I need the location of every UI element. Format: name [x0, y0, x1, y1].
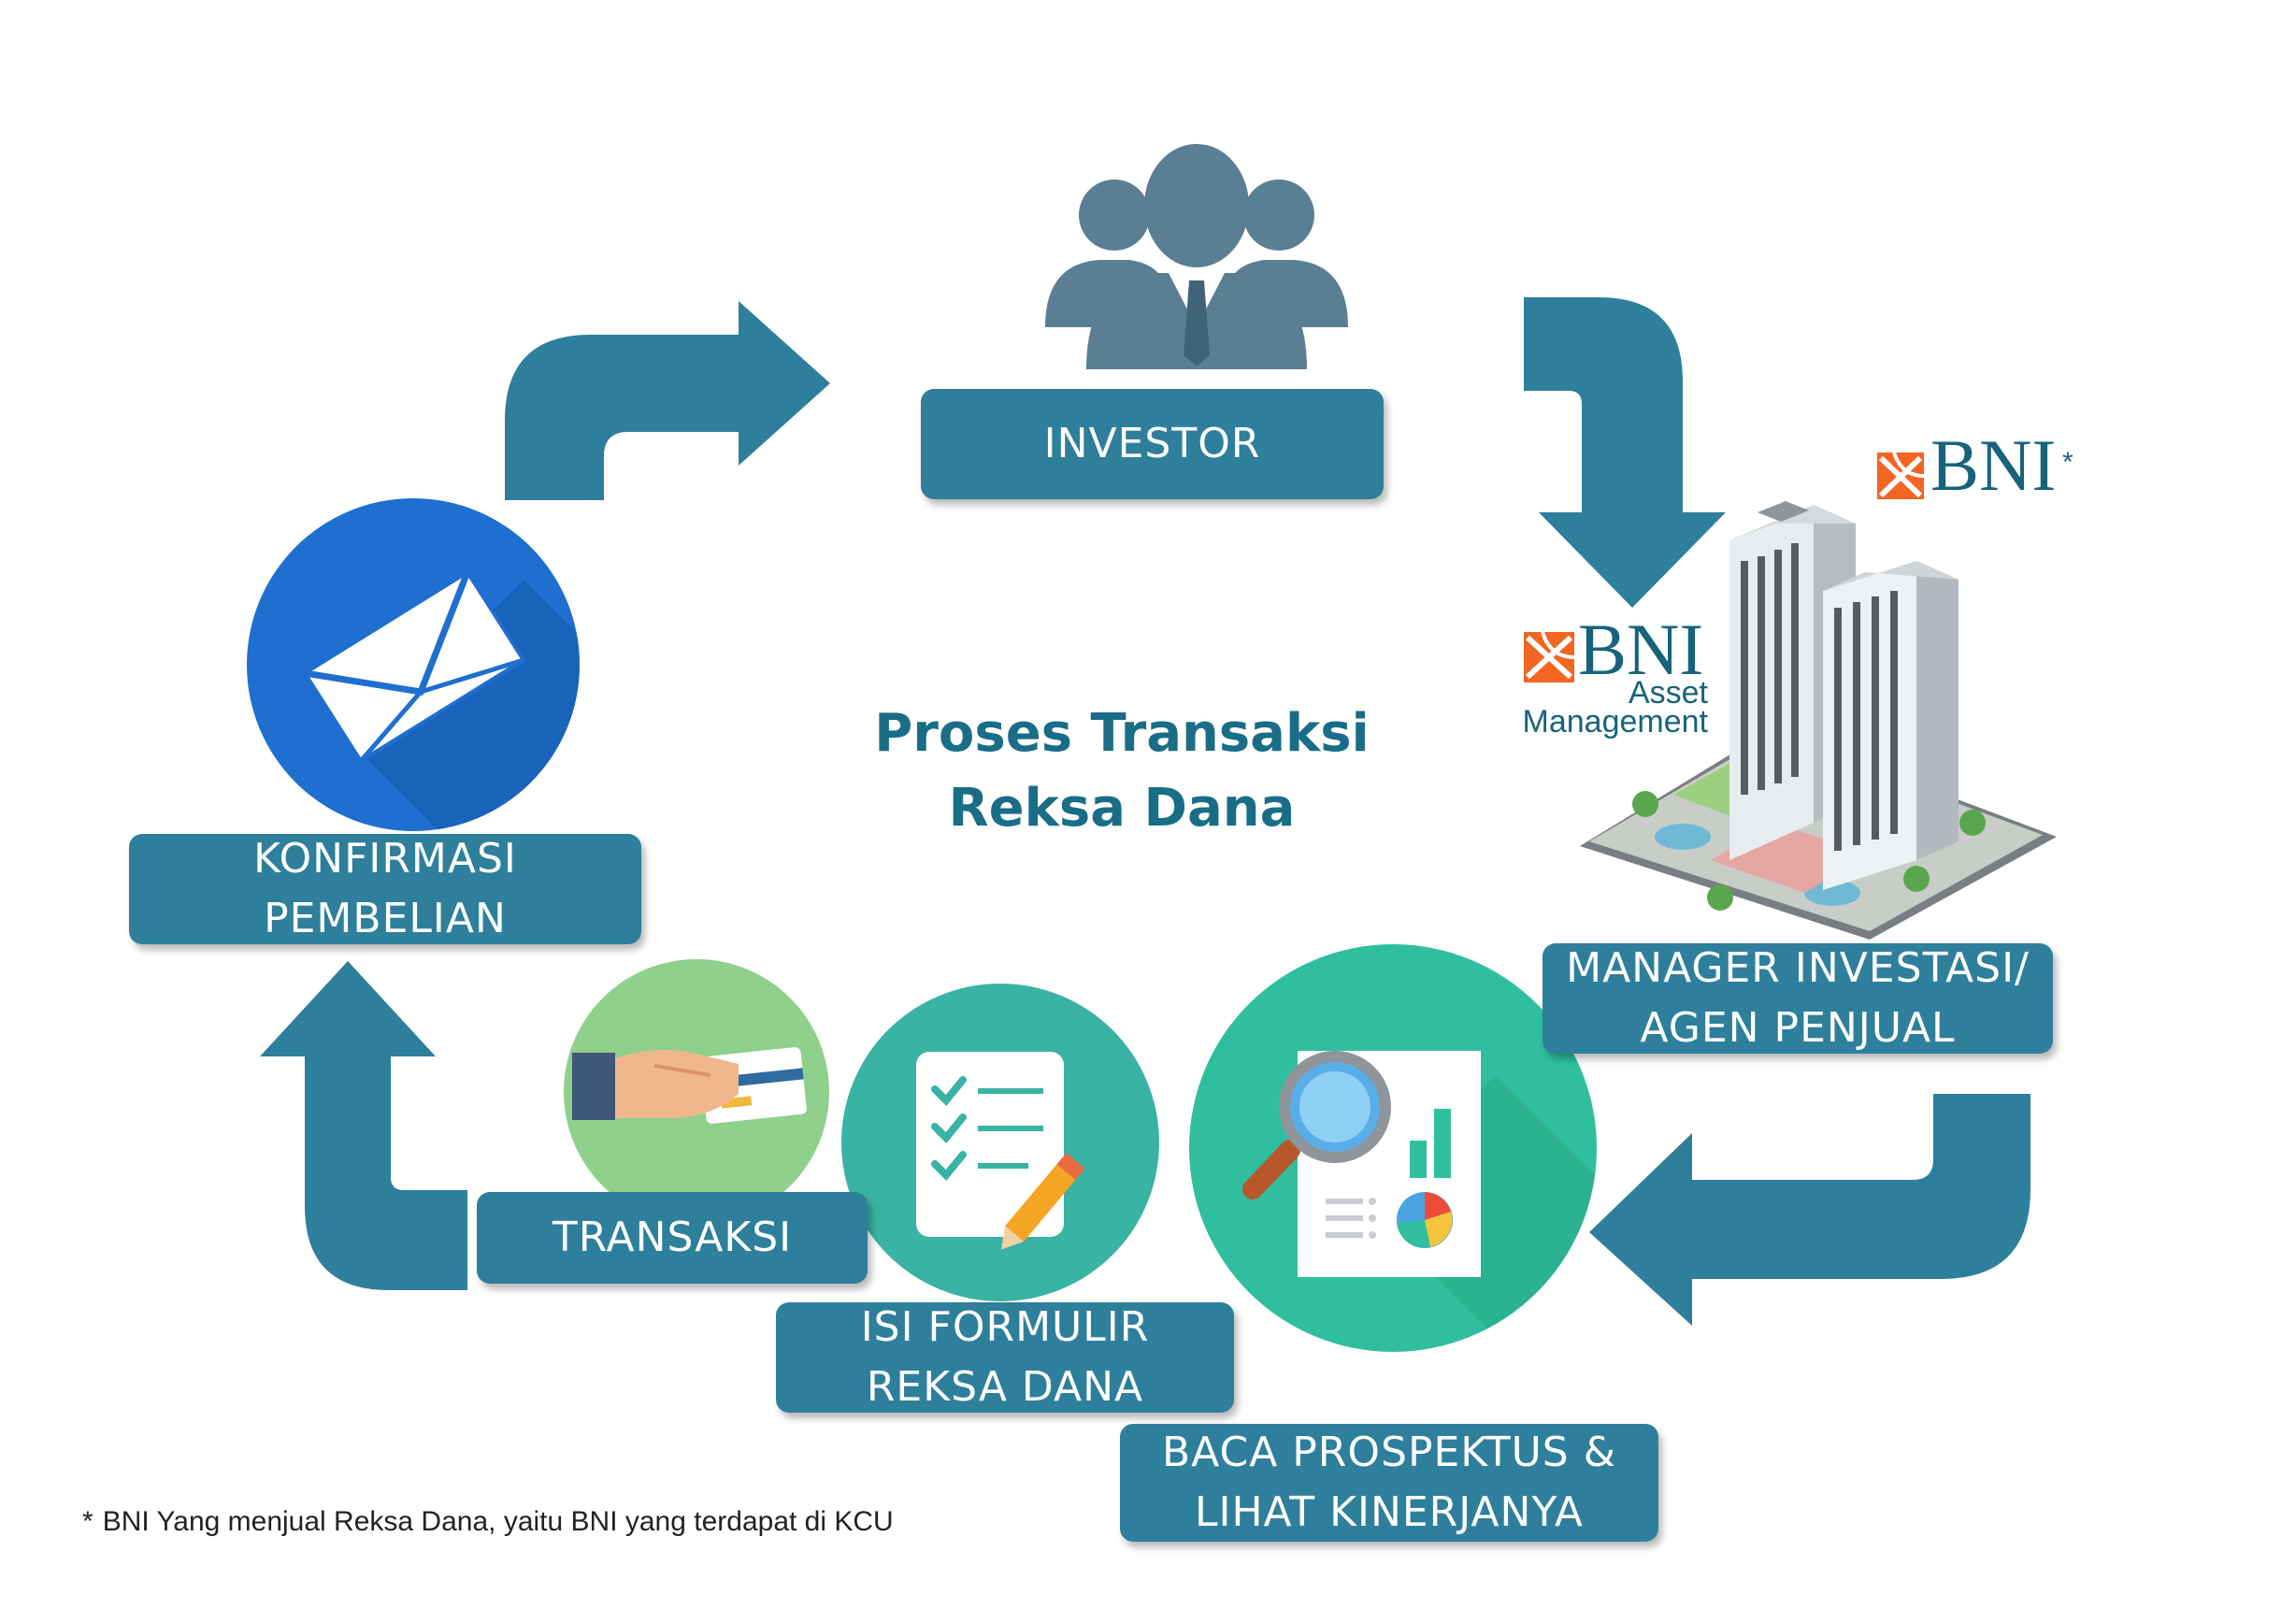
footnote: * BNI Yang menjual Reksa Dana, yaitu BNI … — [82, 1506, 894, 1538]
envelope-icon — [247, 498, 580, 831]
building-icon — [1580, 501, 2057, 940]
bni-logo-text-top: BNI — [1930, 424, 2057, 506]
konfirmasi-line2: PEMBELIAN — [264, 895, 507, 942]
manager-line2: AGEN PENJUAL — [1640, 1004, 1956, 1052]
footnote-mark: * — [82, 1506, 93, 1537]
arrow-investor-to-manager — [1524, 297, 1726, 608]
card-payment-icon — [564, 959, 829, 1225]
investor-group-icon — [1045, 144, 1348, 369]
diagram-title-line1: Proses Transaksi — [874, 703, 1370, 764]
footnote-text: BNI Yang menjual Reksa Dana, yaitu BNI y… — [102, 1506, 894, 1537]
transaksi-label-text: TRANSAKSI — [552, 1214, 793, 1261]
baca-line1: BACA PROSPEKTUS & — [1161, 1429, 1617, 1476]
manager-line1: MANAGER INVESTASI/ — [1566, 944, 2030, 992]
baca-prospektus-label: BACA PROSPEKTUS & LIHAT KINERJANYA — [1120, 1424, 1658, 1542]
investor-label: INVESTOR — [921, 389, 1384, 499]
bni-am-asset-text: Asset — [1628, 675, 1708, 711]
checklist-form-icon — [841, 984, 1159, 1301]
bni-logo-mark-top — [1877, 452, 1925, 499]
formulir-line2: REKSA DANA — [866, 1363, 1144, 1411]
bni-logo-asterisk: * — [2062, 447, 2074, 478]
prospectus-report-icon — [1189, 944, 1597, 1352]
transaksi-label: TRANSAKSI — [477, 1192, 868, 1284]
konfirmasi-pembelian-label: KONFIRMASI PEMBELIAN — [129, 834, 641, 944]
diagram-title: Proses Transaksi Reksa Dana — [841, 697, 1402, 846]
bni-am-logo-text: BNI — [1578, 609, 1704, 690]
bni-logo-mark-am — [1524, 631, 1575, 682]
manager-investasi-label: MANAGER INVESTASI/ AGEN PENJUAL — [1543, 943, 2053, 1054]
bni-am-management-text: Management — [1522, 704, 1708, 740]
isi-formulir-label: ISI FORMULIR REKSA DANA — [776, 1302, 1234, 1413]
formulir-line1: ISI FORMULIR — [860, 1303, 1150, 1351]
arrow-konfirmasi-to-investor — [505, 301, 830, 500]
baca-line2: LIHAT KINERJANYA — [1194, 1488, 1585, 1536]
arrow-manager-to-baca — [1589, 1094, 2031, 1326]
diagram-title-line2: Reksa Dana — [948, 778, 1296, 839]
konfirmasi-line1: KONFIRMASI — [253, 835, 517, 883]
arrow-transaksi-to-konfirmasi — [260, 961, 467, 1290]
investor-label-text: INVESTOR — [1043, 420, 1261, 467]
